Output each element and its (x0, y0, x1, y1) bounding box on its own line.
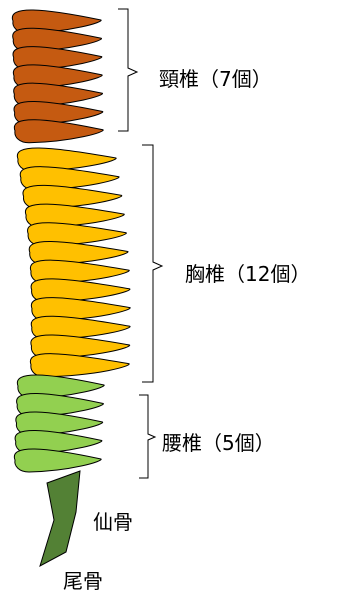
cervical-label: 頸椎（7個） (159, 67, 272, 91)
thoracic-vertebra (22, 184, 123, 209)
lumbar-brace (139, 394, 157, 479)
coccyx-label: 尾骨 (63, 569, 103, 593)
lumbar-label: 腰椎（5個） (162, 431, 275, 455)
cervical-brace (118, 8, 139, 132)
thoracic-vertebra (29, 353, 130, 378)
thoracic-brace (142, 144, 164, 383)
thoracic-label: 胸椎（12個） (185, 262, 311, 286)
sacrum-shape (39, 470, 81, 568)
cervical-vertebra (13, 119, 104, 144)
lumbar-vertebra (13, 448, 102, 473)
sacrum-label: 仙骨 (93, 510, 133, 534)
vertebral-column (11, 9, 131, 473)
thoracic-vertebra (16, 147, 117, 172)
thoracic-vertebra (19, 166, 120, 191)
